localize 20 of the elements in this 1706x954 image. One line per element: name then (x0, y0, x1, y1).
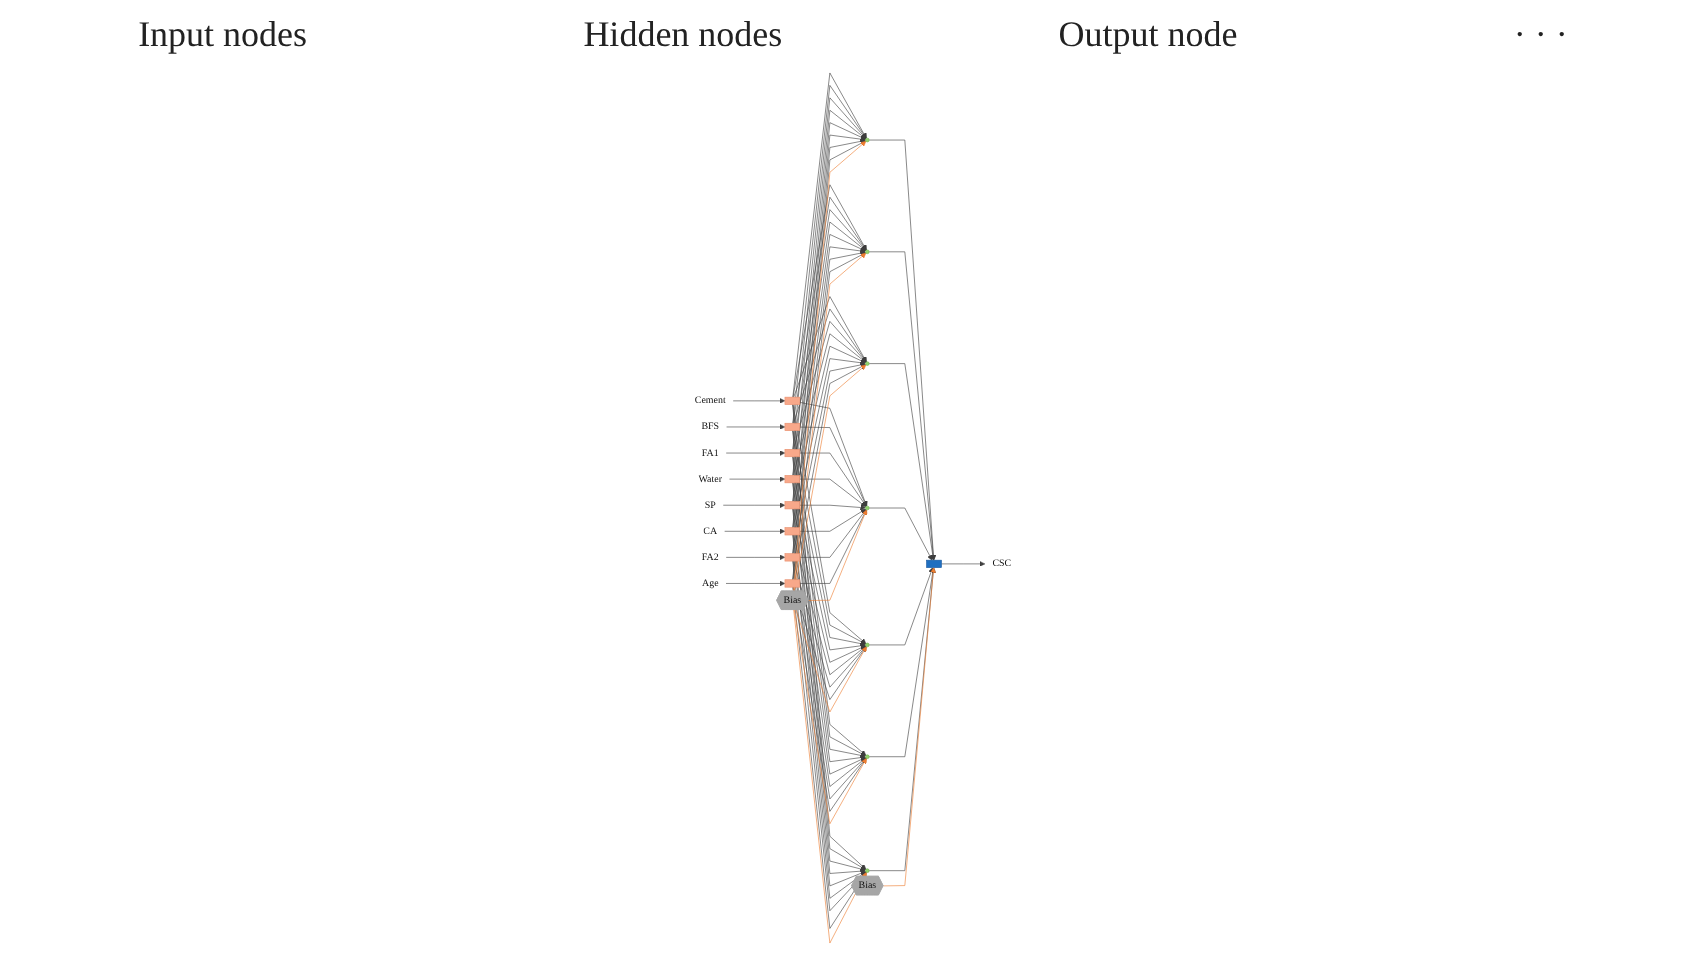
node-box (926, 559, 942, 568)
node-box (784, 579, 801, 588)
node-circle (865, 642, 870, 648)
node-circle (865, 505, 870, 511)
node-box (784, 475, 801, 484)
node-circle (865, 137, 870, 143)
node-circle (865, 249, 870, 254)
node-box (784, 553, 801, 562)
node-box (784, 396, 801, 405)
node-circle (865, 868, 870, 873)
node-circle (865, 361, 870, 366)
node-box (784, 527, 801, 536)
column-heading: Output node (1058, 13, 1238, 55)
node-circle (865, 754, 870, 759)
node-box (784, 422, 801, 431)
column-heading: Hidden nodes (583, 13, 783, 55)
node-box (784, 501, 801, 510)
column-heading: Input nodes (138, 13, 308, 55)
node-box (784, 449, 801, 458)
ellipsis-mark: · · · (1513, 13, 1568, 55)
